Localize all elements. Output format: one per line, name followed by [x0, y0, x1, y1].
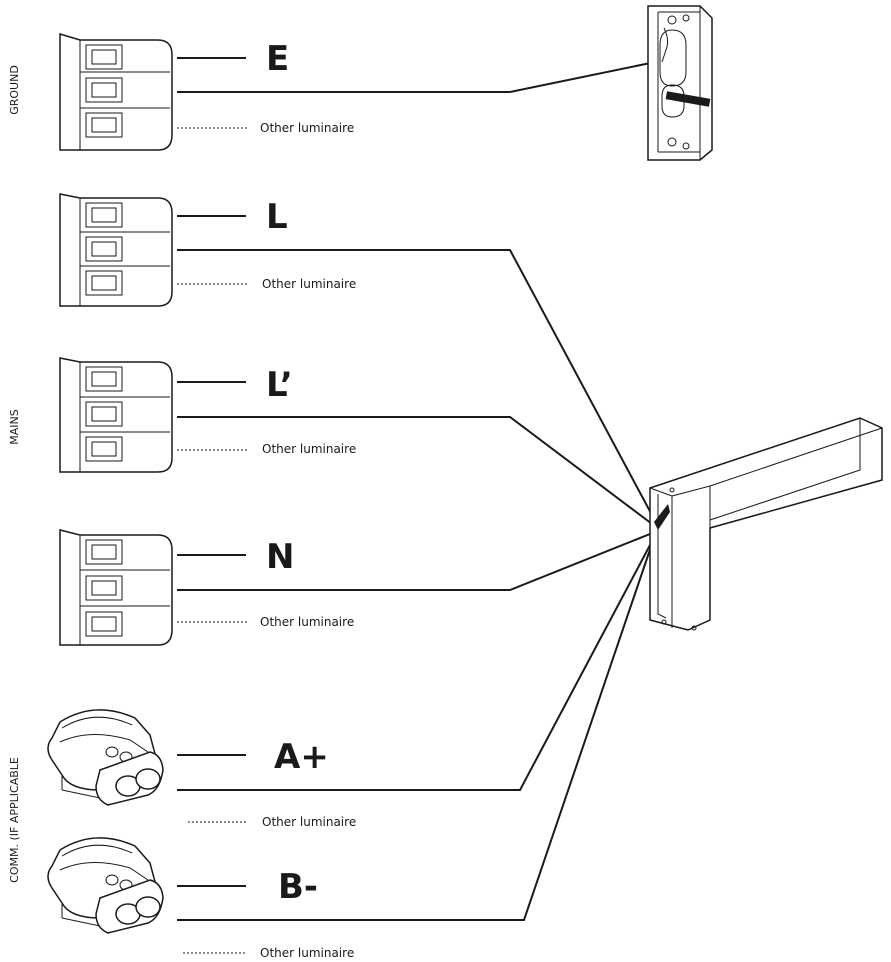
connector-label-l: L [266, 197, 288, 237]
other-luminaire-n: Other luminaire [260, 615, 354, 629]
gel-connector-b-minus [47, 837, 164, 934]
connector-label-n: N [266, 537, 294, 577]
connector-label-b-minus: B- [278, 867, 318, 907]
connector-label-a-plus: A+ [274, 737, 329, 777]
side-label-ground: GROUND [8, 65, 21, 115]
other-luminaire-e: Other luminaire [260, 121, 354, 135]
fixture-illustration [649, 417, 883, 631]
connector-label-l-prime: L’ [266, 365, 293, 405]
side-label-comm: COMM. (IF APPLICABLE [8, 757, 21, 883]
terminal-block-l-prime [59, 357, 173, 473]
gel-connector-a-plus [47, 709, 164, 806]
other-luminaire-l: Other luminaire [262, 277, 356, 291]
other-luminaire-a-plus: Other luminaire [262, 815, 356, 829]
terminal-block-l [59, 193, 173, 307]
other-luminaire-l-prime: Other luminaire [262, 442, 356, 456]
side-label-mains: MAINS [8, 409, 21, 444]
other-luminaire-b-minus: Other luminaire [260, 946, 354, 960]
terminal-block-e [59, 32, 173, 151]
connector-label-e: E [266, 39, 289, 79]
mounting-plate-illustration [647, 5, 713, 161]
terminal-block-n [59, 529, 173, 646]
